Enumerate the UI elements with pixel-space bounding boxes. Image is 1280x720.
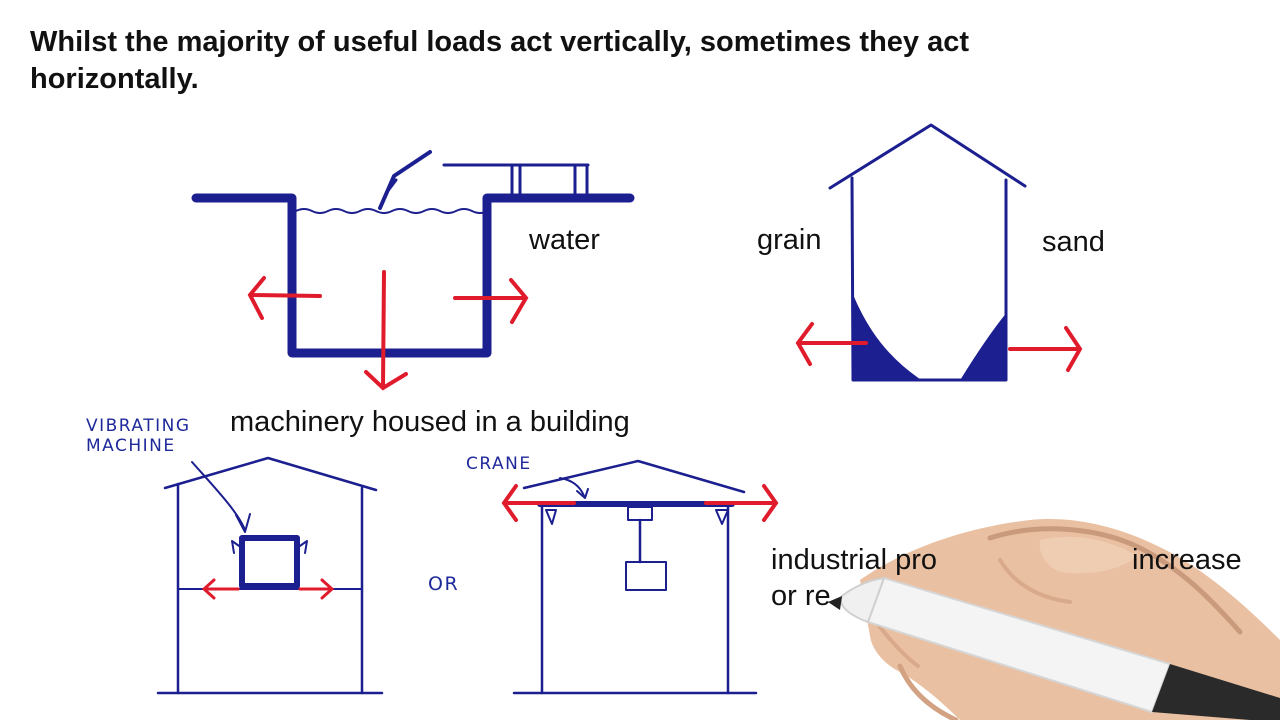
crane-building-sketch	[514, 461, 756, 693]
silo-arrows	[798, 324, 1080, 370]
crane-label: CRANE	[466, 454, 532, 474]
industrial-label-part2: increase	[1132, 544, 1242, 577]
vibrating-machine-building-sketch	[158, 458, 382, 693]
grain-label: grain	[757, 224, 822, 257]
or-label: OR	[428, 574, 459, 594]
water-label: water	[529, 224, 600, 257]
vibrating-machine-label-line2: MACHINE	[86, 436, 176, 456]
machinery-label: machinery housed in a building	[230, 406, 630, 439]
industrial-label-part1: industrial pro	[771, 544, 937, 577]
industrial-label-line2: or re	[771, 580, 831, 613]
sand-label: sand	[1042, 226, 1105, 259]
vibrating-machine-label-line1: VIBRATING	[86, 416, 191, 436]
